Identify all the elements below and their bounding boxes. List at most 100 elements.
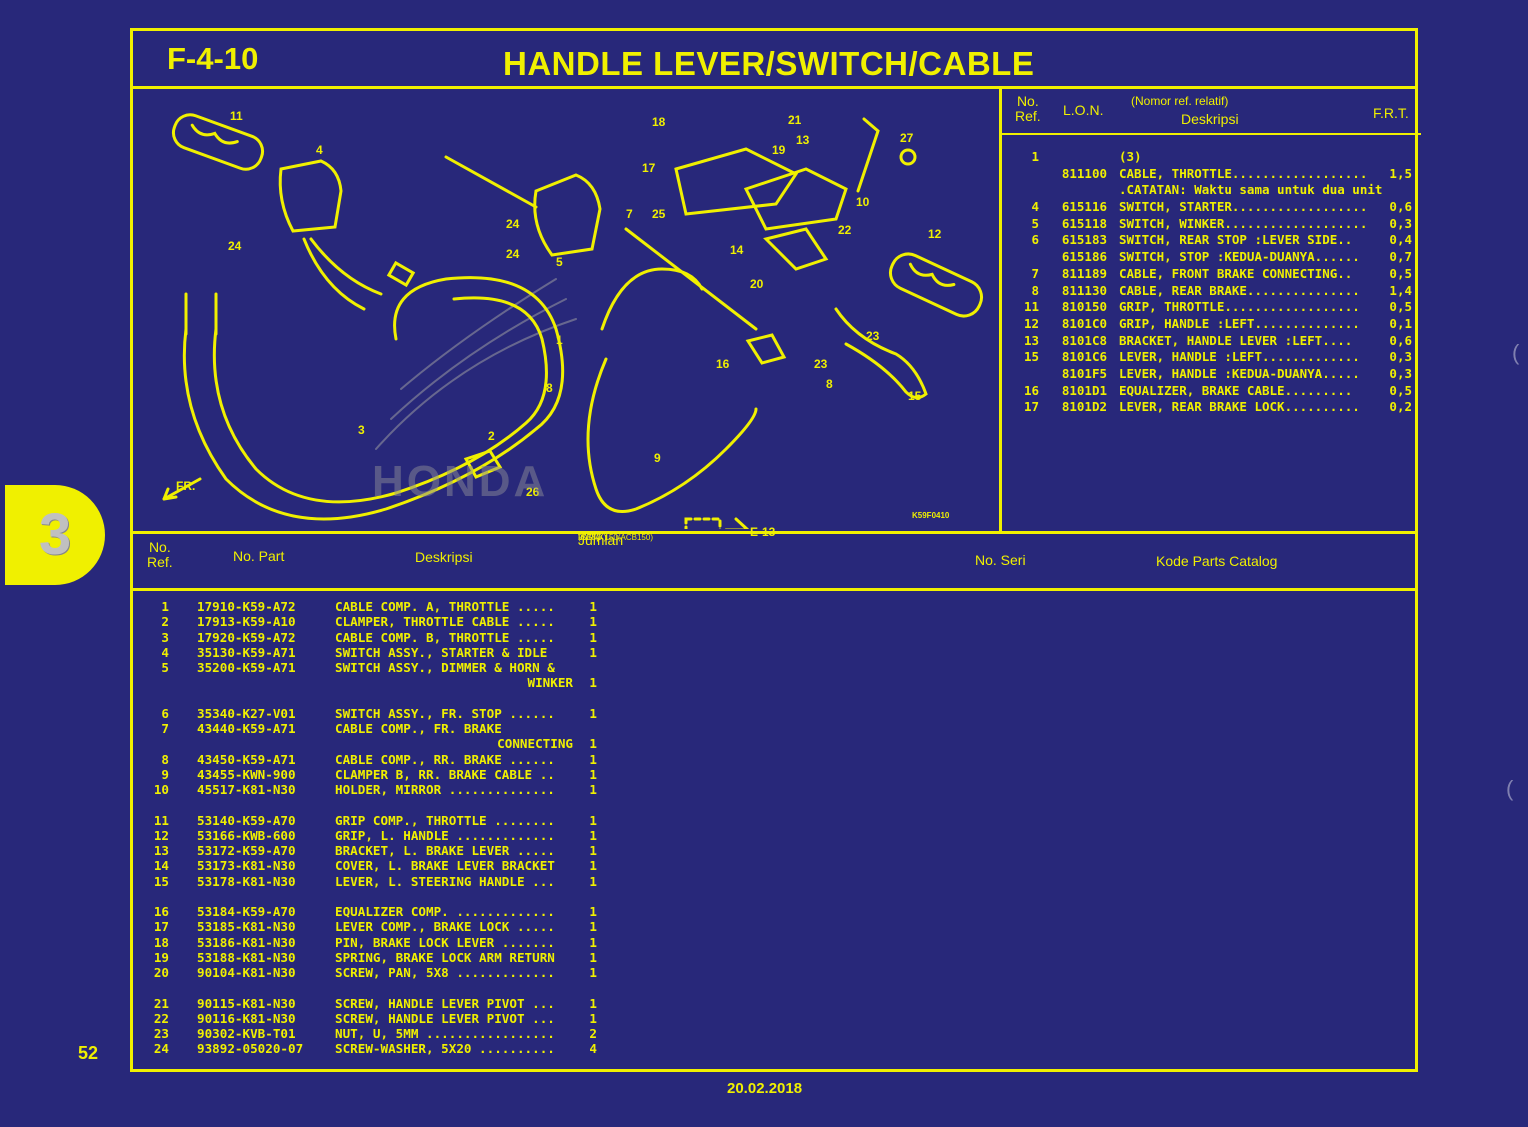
ref-cell-frt: 0,5 xyxy=(1389,382,1412,398)
parts-cell-no: 17 xyxy=(153,919,169,935)
ref-cell-frt xyxy=(1382,149,1412,166)
ref-cell-lon: 615183 xyxy=(1061,232,1107,248)
parts-cell-desc: WINKER xyxy=(527,675,574,691)
parts-cell-qty: 1 xyxy=(589,904,597,920)
diagram-callout: 15 xyxy=(908,389,922,403)
parts-cell-no: 3 xyxy=(161,629,169,645)
diagram-callout: 25 xyxy=(652,207,666,221)
parts-cell-part: 43450-K59-A71 xyxy=(197,751,296,767)
parts-cell-part: 53178-K81-N30 xyxy=(197,873,296,889)
diagram-callout: 8 xyxy=(826,377,833,391)
diagram-callout: E-13 xyxy=(750,525,776,539)
diagram-callout: 27 xyxy=(900,131,914,145)
ref-cell-lon: 811189 xyxy=(1061,265,1107,281)
parts-cell-part: 90115-K81-N30 xyxy=(197,995,296,1011)
diagram-callout: 1 xyxy=(556,333,563,347)
diagram-callout: 24 xyxy=(228,239,242,253)
diagram-callout: 10 xyxy=(856,195,870,209)
diagram-callout: 8 xyxy=(546,381,553,395)
honda-watermark: HONDA xyxy=(372,457,549,506)
parts-cell-part: 43455-KWN-900 xyxy=(197,766,296,782)
parts-cell-no: 12 xyxy=(153,827,169,843)
ref-cell-no xyxy=(1017,182,1039,199)
parts-cell-part: 35130-K59-A71 xyxy=(197,644,296,660)
parts-cell-part: 53166-KWB-600 xyxy=(197,827,296,843)
ref-cell-frt: 0,3 xyxy=(1389,215,1412,231)
ref-cell-desc: SWITCH, WINKER................... xyxy=(1119,215,1368,231)
parts-cell-no xyxy=(139,675,169,690)
frt-header: F.R.T. xyxy=(1373,105,1409,121)
parts-cell-desc: HOLDER, MIRROR .............. xyxy=(335,782,555,798)
ref-cell-frt: 0,6 xyxy=(1389,199,1412,215)
parts-cell-desc: LEVER, L. STEERING HANDLE ... xyxy=(335,873,555,889)
divider xyxy=(133,86,1415,89)
parts-cell-part: 53188-K81-N30 xyxy=(197,949,296,965)
ref-cell-no: 16 xyxy=(1023,382,1039,398)
diagram-callout: 12 xyxy=(928,227,942,241)
ref-cell-frt: 1,4 xyxy=(1389,282,1412,298)
parts-cell-qty: 1 xyxy=(589,1010,597,1026)
ref-cell-no: 11 xyxy=(1023,299,1039,315)
diagram-callout: 7 xyxy=(626,207,633,221)
ref-cell-no: 8 xyxy=(1031,282,1039,298)
parts-cell-part: 90104-K81-N30 xyxy=(197,965,296,981)
ref-cell-lon: 8101C8 xyxy=(1061,332,1107,348)
parts-cell-qty xyxy=(573,721,597,736)
parts-cell-no: 15 xyxy=(153,873,169,889)
ref-cell-lon: 8101F5 xyxy=(1061,365,1107,381)
parts-cell-part: 90302-KVB-T01 xyxy=(197,1026,296,1042)
ref-cell-desc: GRIP, THROTTLE.................. xyxy=(1119,299,1360,315)
crop-mark: ( xyxy=(1512,340,1520,365)
parts-cell-part: 53186-K81-N30 xyxy=(197,934,296,950)
parts-cell-qty: 1 xyxy=(589,766,597,782)
diagram-callout: 23 xyxy=(866,329,880,343)
figure-code: K59F0410 xyxy=(912,511,950,520)
parts-cell-qty: 4 xyxy=(589,1041,597,1057)
parts-cell-desc: COVER, L. BRAKE LEVER BRACKET xyxy=(335,858,555,874)
ref-cell-lon: 811130 xyxy=(1061,282,1107,298)
diagram-callout: 21 xyxy=(788,113,802,127)
parts-cell-desc: SCREW-WASHER, 5X20 .......... xyxy=(335,1041,555,1057)
ref-cell-no: 6 xyxy=(1031,232,1039,248)
parts-cell-qty: 1 xyxy=(589,782,597,798)
parts-cell-qty: 1 xyxy=(589,629,597,645)
parts-cell-no: 21 xyxy=(153,995,169,1011)
parts-cell-qty: 1 xyxy=(589,644,597,660)
parts-cell-no: 8 xyxy=(161,751,169,767)
ref-cell-desc: CABLE, FRONT BRAKE CONNECTING.. xyxy=(1119,265,1353,281)
ref-cell-no: 15 xyxy=(1023,349,1039,365)
parts-cell-no: 7 xyxy=(161,721,169,737)
parts-cell-part: 93892-05020-07 xyxy=(197,1041,304,1057)
diagram-callout: 23 xyxy=(814,357,828,371)
parts-cell-desc: CABLE COMP. B, THROTTLE ..... xyxy=(335,629,555,645)
parts-cell-qty: 1 xyxy=(589,827,597,843)
diagram-callout: 26 xyxy=(526,485,540,499)
parts-cell-desc: GRIP COMP., THROTTLE ........ xyxy=(335,812,555,828)
ref-cell-desc: .CATATAN: Waktu sama untuk dua unit xyxy=(1119,182,1382,198)
parts-cell-desc: SPRING, BRAKE LOCK ARM RETURN xyxy=(335,949,555,965)
parts-cell-part: 17913-K59-A10 xyxy=(197,614,296,630)
parts-cell-qty: 1 xyxy=(589,614,597,630)
ref-cell-lon xyxy=(1039,182,1107,199)
diagram-callout: 24 xyxy=(506,217,520,231)
parts-cell-desc: NUT, U, 5MM ................. xyxy=(335,1026,555,1042)
print-date: 20.02.2018 xyxy=(727,1080,803,1097)
parts-cell-no: 4 xyxy=(161,644,169,660)
parts-cell-qty: 1 xyxy=(589,751,597,767)
